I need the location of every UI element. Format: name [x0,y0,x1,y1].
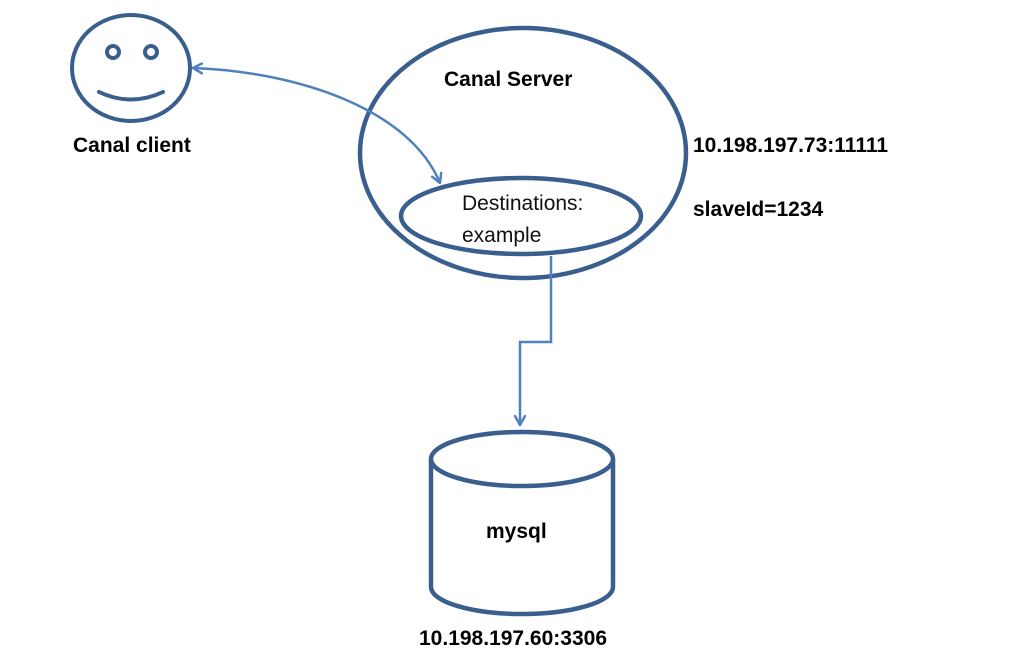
database-address: 10.198.197.60:3306 [419,627,607,650]
client-left-eye [105,44,121,60]
mysql-cylinder-body [428,459,616,617]
client-face-outline [70,13,192,123]
client-smile [97,90,165,102]
destinations-ellipse [398,175,644,257]
client-smiley-icon [70,13,192,123]
destinations-label-line1: Destinations: [462,192,583,215]
server-slave-id: slaveId=1234 [693,198,824,221]
destinations-label-line2: example [462,224,541,247]
server-address: 10.198.197.73:11111 [693,134,888,157]
client-destinations-connector [193,68,440,183]
client-label: Canal client [73,134,191,157]
database-label: mysql [486,520,547,543]
client-right-eye [143,44,159,60]
mysql-database-icon [428,429,616,617]
server-label: Canal Server [444,68,572,91]
destinations-mysql-connector [520,256,553,425]
mysql-cylinder-top [428,429,616,489]
